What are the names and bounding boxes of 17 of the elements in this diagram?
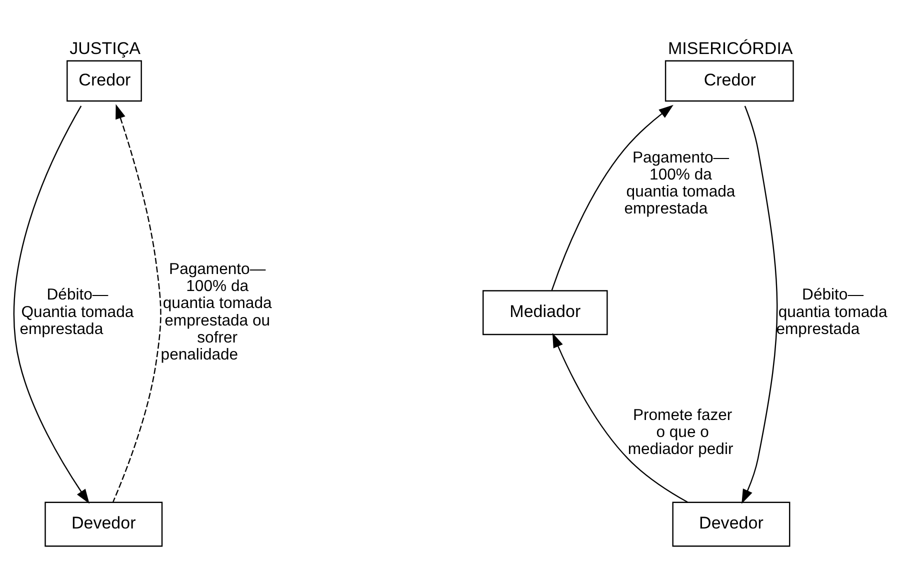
edge-label: Pagamento— 100% da quantia tomada emprestada xyxy=(624,149,736,218)
arrow xyxy=(552,332,688,503)
edge-label: Débito— quantia tomada emprestada xyxy=(776,286,888,338)
arrow xyxy=(742,106,778,504)
node-label: MISERICÓRDIA xyxy=(668,38,793,58)
arrow xyxy=(13,106,90,504)
arrow xyxy=(551,104,674,290)
node-box: Mediador xyxy=(482,290,608,336)
node-box: Credor xyxy=(664,60,794,102)
edge-label: Pagamento— 100% da quantia tomada emprestada ou sofrer penalidade xyxy=(160,261,272,364)
edge-label: Débito— Quantia tomada emprestada xyxy=(20,286,134,338)
node-box: Devedor xyxy=(672,502,790,547)
edge-label: Promete fazer o que o mediador pedir xyxy=(628,407,734,458)
node-box: Devedor xyxy=(44,502,163,547)
node-label: JUSTIÇA xyxy=(70,38,140,58)
node-box: Credor xyxy=(66,60,142,102)
arrow xyxy=(112,104,162,502)
